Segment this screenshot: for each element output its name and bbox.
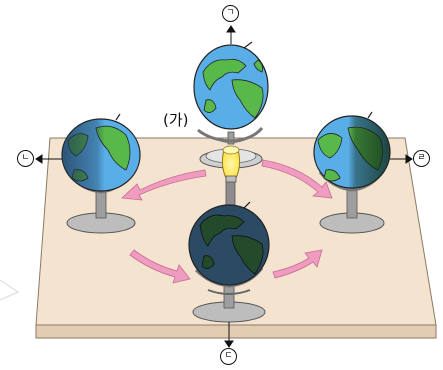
globe-bottom [188,201,270,323]
globe-left [61,113,141,234]
center-label: (가) [163,111,189,129]
label-left: ㄴ [17,150,34,167]
arrow-bottom-left [129,249,191,284]
globe-top [193,41,269,145]
label-bottom: ㄷ [220,348,237,365]
arrow-top-left [121,169,207,201]
center-lamp [199,145,263,221]
arrow-top-right [261,159,333,199]
label-top: ㄱ [222,5,239,22]
direction-arrows [35,25,413,348]
arrow-bottom-right [272,249,323,279]
label-right: ㄹ [413,150,430,167]
rotation-arrows [121,159,333,284]
ghost-lines [0,279,20,301]
globe-right [313,111,391,234]
